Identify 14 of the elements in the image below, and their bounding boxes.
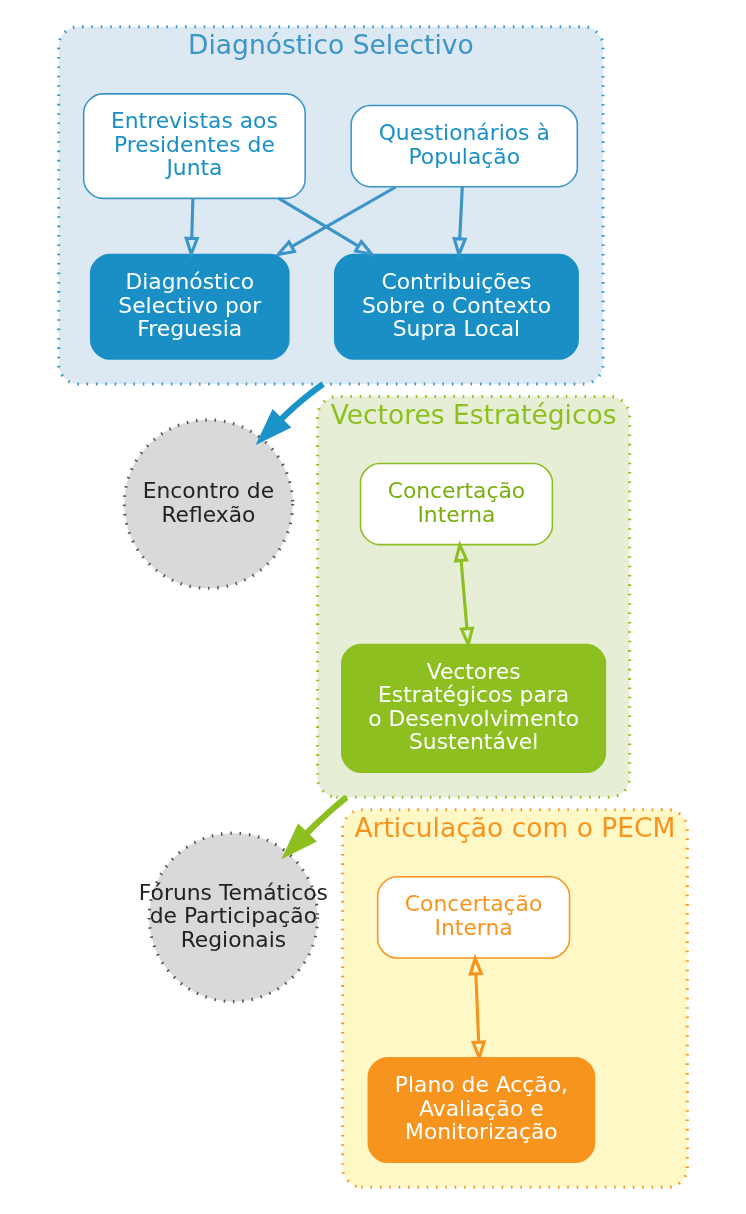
node-box: Entrevistas aos Presidentes de Junta bbox=[82, 93, 306, 200]
node-box: Questionários à População bbox=[350, 104, 579, 188]
arrow bbox=[274, 185, 397, 257]
node-box: Concertação Interna bbox=[376, 876, 571, 959]
node-box: Concertação Interna bbox=[359, 462, 554, 546]
arrow bbox=[277, 197, 376, 257]
arrow bbox=[184, 198, 200, 259]
node-box: Vectores Estratégicos para o Desenvolvimento Sustentável bbox=[341, 643, 607, 774]
arrow bbox=[452, 186, 468, 260]
node-box: Diagnóstico Selectivo por Freguesia bbox=[89, 253, 290, 360]
arrow bbox=[255, 381, 325, 446]
node-box: Contribuições Sobre o Contexto Supra Local bbox=[334, 253, 579, 360]
node-box: Plano de Acção, Avaliação e Monitorização bbox=[367, 1057, 596, 1164]
node-circle: Encontro de Reflexão bbox=[122, 418, 295, 590]
